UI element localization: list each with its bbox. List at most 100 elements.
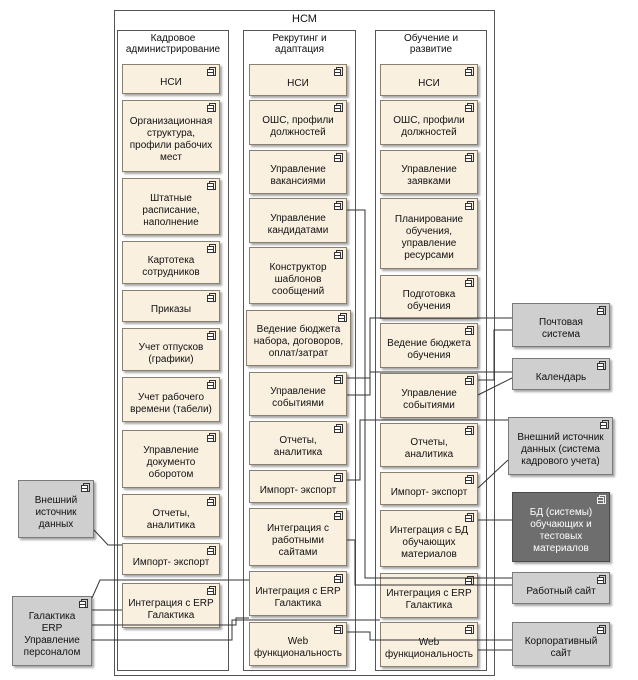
component-label: Штатные расписание, наполнение xyxy=(142,192,200,228)
component-icon xyxy=(207,293,216,302)
component-hr-timesheets[interactable]: Учет рабочего времени (табели) xyxy=(122,377,220,422)
component-tr-requests[interactable]: Управление заявками xyxy=(380,150,478,194)
external-galaktika-erp[interactable]: Галактика ERP Управление персоналом xyxy=(12,596,92,666)
external-label: Галактика ERP Управление персоналом xyxy=(23,611,81,658)
component-label: Управление событиями xyxy=(401,387,457,411)
component-label: Отчеты, аналитика xyxy=(273,435,323,458)
component-label: Конструктор шаблонов сообщений xyxy=(269,261,327,297)
component-label: ОШС, профили должностей xyxy=(262,114,334,138)
component-icon xyxy=(334,574,343,583)
component-icon xyxy=(207,181,216,190)
component-hr-nsi[interactable]: НСИ xyxy=(122,64,220,94)
external-label: Внешний источник данных xyxy=(34,495,78,530)
external-training-materials-db[interactable]: БД (системы) обучающих и тестовых матери… xyxy=(512,492,610,562)
component-tr-events[interactable]: Управление событиями xyxy=(380,373,478,418)
component-label: Ведение бюджета обучения xyxy=(387,337,471,361)
external-label: Внешний источник данных (система кадрово… xyxy=(517,432,604,467)
component-label: Управление кандидатами xyxy=(267,212,329,236)
external-label: Календарь xyxy=(535,372,587,383)
component-tr-erp-integration[interactable]: Интеграция с ERP Галактика xyxy=(380,573,478,618)
external-job-site[interactable]: Работный сайт xyxy=(512,572,610,604)
component-label: Интеграция с ERP Галактика xyxy=(255,585,341,609)
component-tr-web[interactable]: Web функциональность xyxy=(380,622,478,667)
component-tr-preparation[interactable]: Подготовка обучения xyxy=(380,275,478,319)
component-label: Планирование обучения, управление ресурс… xyxy=(394,213,464,261)
component-rec-candidates[interactable]: Управление кандидатами xyxy=(249,198,347,243)
component-label: ОШС, профили должностей xyxy=(393,114,465,138)
component-icon xyxy=(597,575,606,584)
component-icon xyxy=(334,511,343,520)
component-icon xyxy=(334,375,343,384)
component-rec-web[interactable]: Web функциональность xyxy=(249,622,347,666)
component-rec-org-profiles[interactable]: ОШС, профили должностей xyxy=(249,100,347,145)
component-tr-db-integration[interactable]: Интеграция с БД обучающих материалов xyxy=(380,510,478,567)
component-icon xyxy=(597,361,606,370)
component-hr-employee-cards[interactable]: Картотека сотрудников xyxy=(122,241,220,284)
external-calendar[interactable]: Календарь xyxy=(512,358,610,390)
component-tr-planning[interactable]: Планирование обучения, управление ресурс… xyxy=(380,198,478,269)
component-icon xyxy=(207,380,216,389)
component-hr-import-export[interactable]: Импорт- экспорт xyxy=(122,543,220,575)
link-calendar-tr-events xyxy=(477,377,513,396)
component-icon xyxy=(465,278,474,287)
external-corporate-site[interactable]: Корпоративный сайт xyxy=(512,622,610,666)
component-icon xyxy=(207,497,216,506)
component-rec-message-templates[interactable]: Конструктор шаблонов сообщений xyxy=(249,247,347,304)
component-icon xyxy=(207,586,216,595)
link-extsource-hr-import xyxy=(93,529,122,546)
component-icon xyxy=(334,625,343,634)
component-rec-vacancies[interactable]: Управление вакансиями xyxy=(249,150,347,194)
component-icon xyxy=(597,306,606,315)
component-icon xyxy=(465,201,474,210)
component-rec-events[interactable]: Управление событиями xyxy=(249,372,347,416)
component-hr-vacations[interactable]: Учет отпусков (графики) xyxy=(122,328,220,371)
component-hr-erp-integration[interactable]: Интеграция с ERP Галактика xyxy=(122,583,220,628)
component-tr-org-profiles[interactable]: ОШС, профили должностей xyxy=(380,100,478,145)
component-icon xyxy=(207,433,216,442)
component-label: Подготовка обучения xyxy=(402,289,456,312)
component-label: Учет отпусков (графики) xyxy=(138,341,204,365)
external-label: Корпоративный сайт xyxy=(524,636,598,659)
component-icon xyxy=(465,376,474,385)
component-icon xyxy=(465,513,474,522)
component-icon xyxy=(597,625,606,634)
component-rec-import-export[interactable]: Импорт- экспорт xyxy=(249,470,347,503)
external-hr-data-source[interactable]: Внешний источник данных (система кадрово… xyxy=(508,417,613,475)
component-label: Импорт- экспорт xyxy=(259,484,337,496)
component-label: Web функциональность xyxy=(385,636,473,660)
component-tr-budget[interactable]: Ведение бюджета обучения xyxy=(380,323,478,368)
component-rec-jobsite-integration[interactable]: Интеграция с работными сайтами xyxy=(249,508,347,566)
component-hr-orders[interactable]: Приказы xyxy=(122,290,220,322)
component-icon xyxy=(207,103,216,112)
component-rec-erp-integration[interactable]: Интеграция с ERP Галактика xyxy=(249,571,347,616)
component-label: Импорт- экспорт xyxy=(390,486,468,498)
link-corp-rec-web xyxy=(347,631,512,641)
component-label: НСИ xyxy=(160,77,182,88)
external-label: БД (системы) обучающих и тестовых матери… xyxy=(529,507,593,554)
component-rec-reports[interactable]: Отчеты, аналитика xyxy=(249,421,347,465)
link-mail-tr-events xyxy=(478,329,512,381)
external-data-source[interactable]: Внешний источник данных xyxy=(18,480,94,538)
component-icon xyxy=(334,153,343,162)
component-label: НСИ xyxy=(287,78,309,89)
external-mail-system[interactable]: Почтовая система xyxy=(512,303,610,347)
link-hrsource-tr-import xyxy=(477,459,509,489)
external-label: Почтовая система xyxy=(539,317,583,340)
component-hr-document-flow[interactable]: Управление документо оборотом xyxy=(122,430,220,488)
component-icon xyxy=(334,67,343,76)
component-hr-reports[interactable]: Отчеты, аналитика xyxy=(122,494,220,537)
link-hrsource-rec-import xyxy=(347,419,508,481)
component-label: Интеграция с ERP Галактика xyxy=(128,597,214,621)
component-icon xyxy=(465,426,474,435)
component-tr-import-export[interactable]: Импорт- экспорт xyxy=(380,472,478,505)
component-rec-budget[interactable]: Ведение бюджета набора, договоров, оплат… xyxy=(246,310,351,366)
component-label: Интеграция с БД обучающих материалов xyxy=(389,524,469,560)
component-tr-reports[interactable]: Отчеты, аналитика xyxy=(380,423,478,467)
component-rec-nsi[interactable]: НСИ xyxy=(249,64,347,96)
component-tr-nsi[interactable]: НСИ xyxy=(380,64,478,96)
component-label: Управление вакансиями xyxy=(270,164,326,187)
component-hr-staffing[interactable]: Штатные расписание, наполнение xyxy=(122,178,220,235)
component-icon xyxy=(207,331,216,340)
external-label: Работный сайт xyxy=(526,586,596,597)
component-hr-org-structure[interactable]: Организационная структура, профили рабоч… xyxy=(122,100,220,172)
